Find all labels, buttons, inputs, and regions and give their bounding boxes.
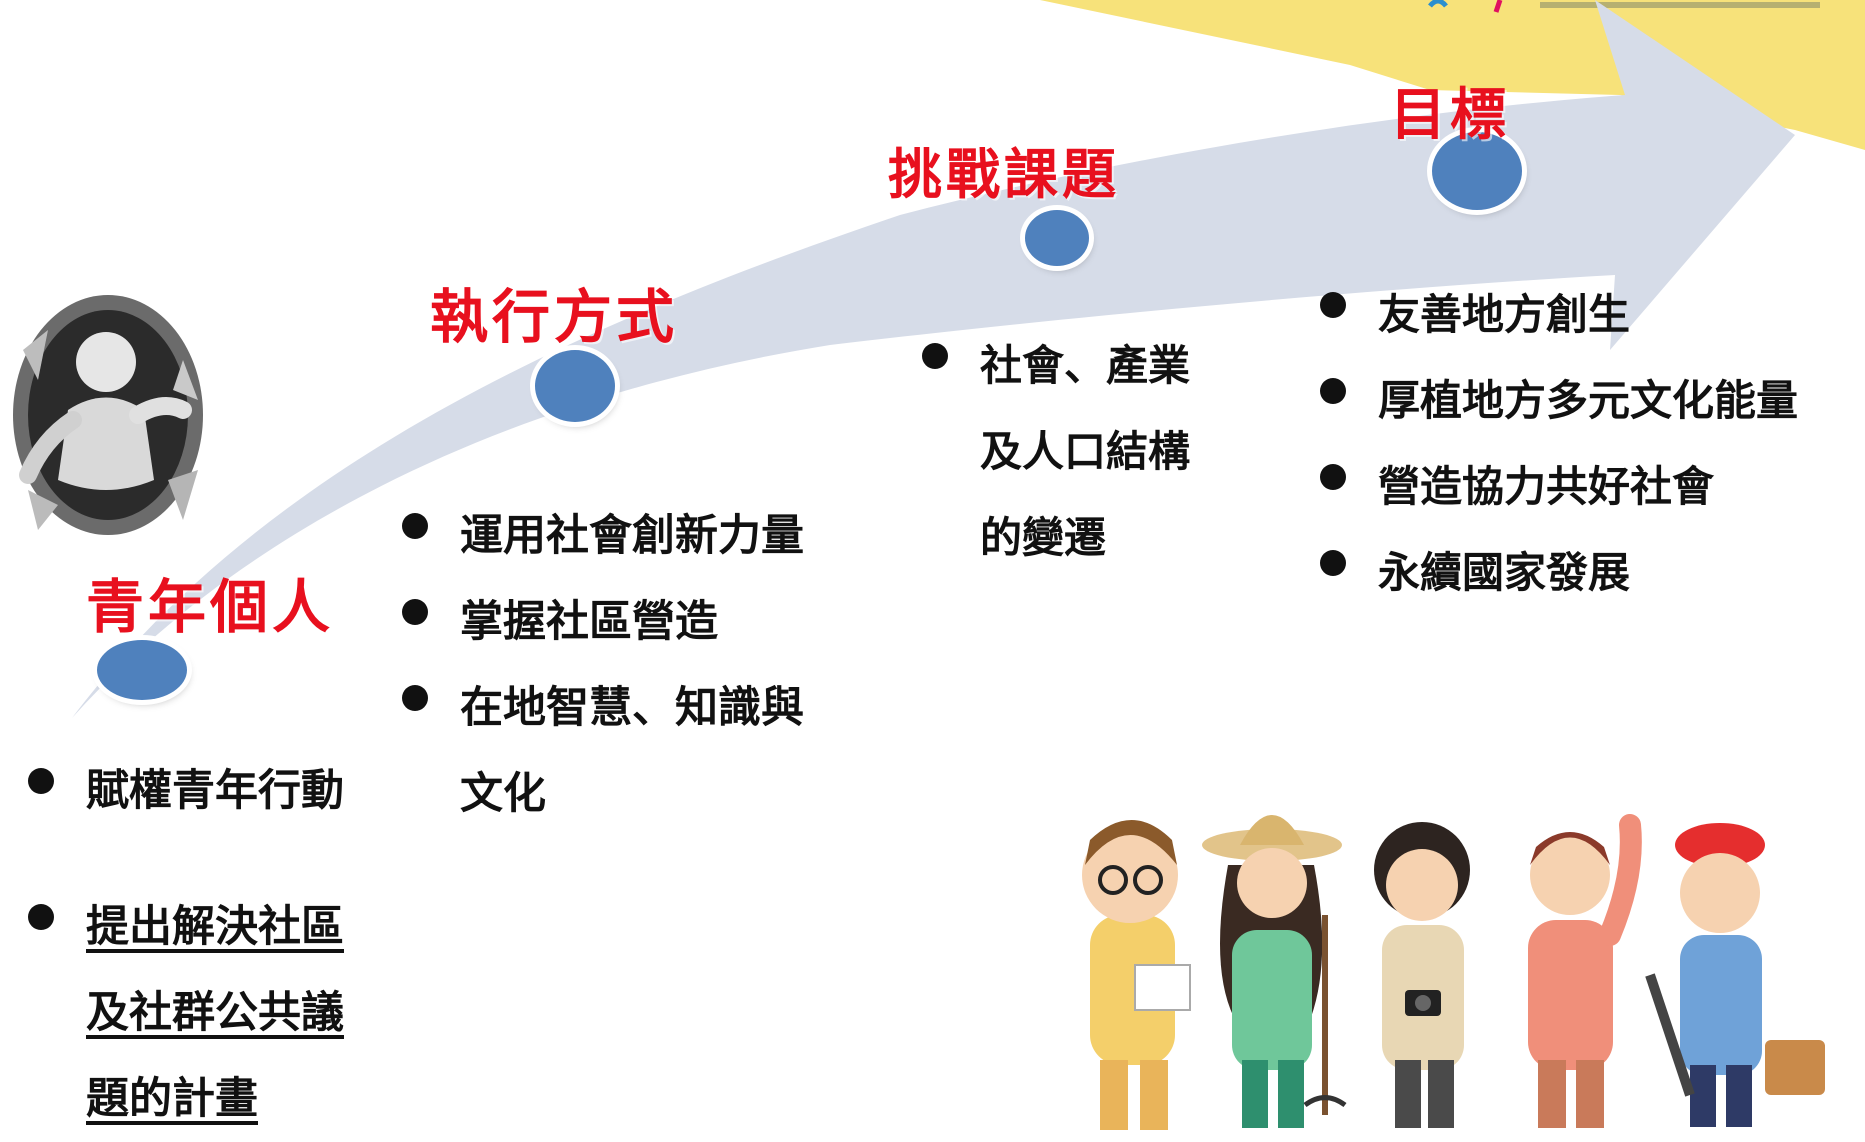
stage-title-challenge: 挑戰課題 <box>888 143 1120 206</box>
stage-marker-3 <box>1025 210 1089 266</box>
list-item: 友善地方創生 <box>1320 272 1798 358</box>
bullet-line: 文化 <box>460 769 546 819</box>
challenge-bullet-list: 社會、產業 及人口結構 的變遷 <box>922 323 1190 581</box>
bullet-line: 賦權青年行動 <box>86 766 344 816</box>
list-item: 營造協力共好社會 <box>1320 444 1798 530</box>
bullet-line: 厚植地方多元文化能量 <box>1378 376 1799 425</box>
farmer-person <box>1202 815 1347 1128</box>
stage-title-method: 執行方式 <box>430 283 679 351</box>
progress-arrow <box>72 0 1795 718</box>
list-item: 掌握社區營造 <box>402 579 804 665</box>
stage-marker-4 <box>1432 132 1522 210</box>
list-item: 在地智慧、知識與 文化 <box>402 665 804 837</box>
bullet-line: 題的計畫 <box>86 1074 258 1124</box>
stage-marker-2 <box>535 350 615 422</box>
bullet-line: 友善地方創生 <box>1378 290 1631 339</box>
youth-bullet-list: 賦權青年行動 提出解決社區 及社群公共議 題的計畫 <box>28 748 344 1142</box>
yellow-banner <box>1040 0 1865 150</box>
bullet-line: 及人口結構 <box>980 427 1191 476</box>
method-bullet-list: 運用社會創新力量 掌握社區營造 在地智慧、知識與 文化 <box>402 493 804 837</box>
bullet-line: 在地智慧、知識與 <box>460 683 804 733</box>
community-people-illustration <box>1082 814 1825 1130</box>
list-item: 賦權青年行動 <box>28 748 344 834</box>
list-item: 永續國家發展 <box>1320 530 1798 616</box>
bullet-line: 永續國家發展 <box>1378 548 1631 597</box>
stage-title-goal: 目標 <box>1390 83 1510 148</box>
person-with-camera <box>1374 822 1470 1128</box>
bullet-line: 的變遷 <box>980 513 1107 562</box>
person-with-beret <box>1645 823 1825 1127</box>
logo-mark <box>1428 0 1820 13</box>
list-item: 提出解決社區 及社群公共議 題的計畫 <box>28 884 344 1142</box>
person-pointing-up <box>1528 814 1642 1128</box>
list-item: 社會、產業 及人口結構 的變遷 <box>922 323 1190 581</box>
bullet-line: 營造協力共好社會 <box>1378 462 1715 511</box>
stage-title-youth: 青年個人 <box>86 573 335 641</box>
person-breaking-through-icon <box>13 295 203 535</box>
bullet-line: 掌握社區營造 <box>460 597 718 647</box>
stage-marker-1 <box>97 640 187 700</box>
bullet-line: 提出解決社區 <box>86 902 344 952</box>
list-item: 運用社會創新力量 <box>402 493 804 579</box>
bullet-line: 社會、產業 <box>980 341 1191 390</box>
list-item: 厚植地方多元文化能量 <box>1320 358 1798 444</box>
bullet-line: 及社群公共議 <box>86 988 344 1038</box>
bullet-line: 運用社會創新力量 <box>460 511 804 561</box>
goal-bullet-list: 友善地方創生 厚植地方多元文化能量 營造協力共好社會 永續國家發展 <box>1320 272 1798 616</box>
person-with-glasses <box>1082 820 1191 1130</box>
